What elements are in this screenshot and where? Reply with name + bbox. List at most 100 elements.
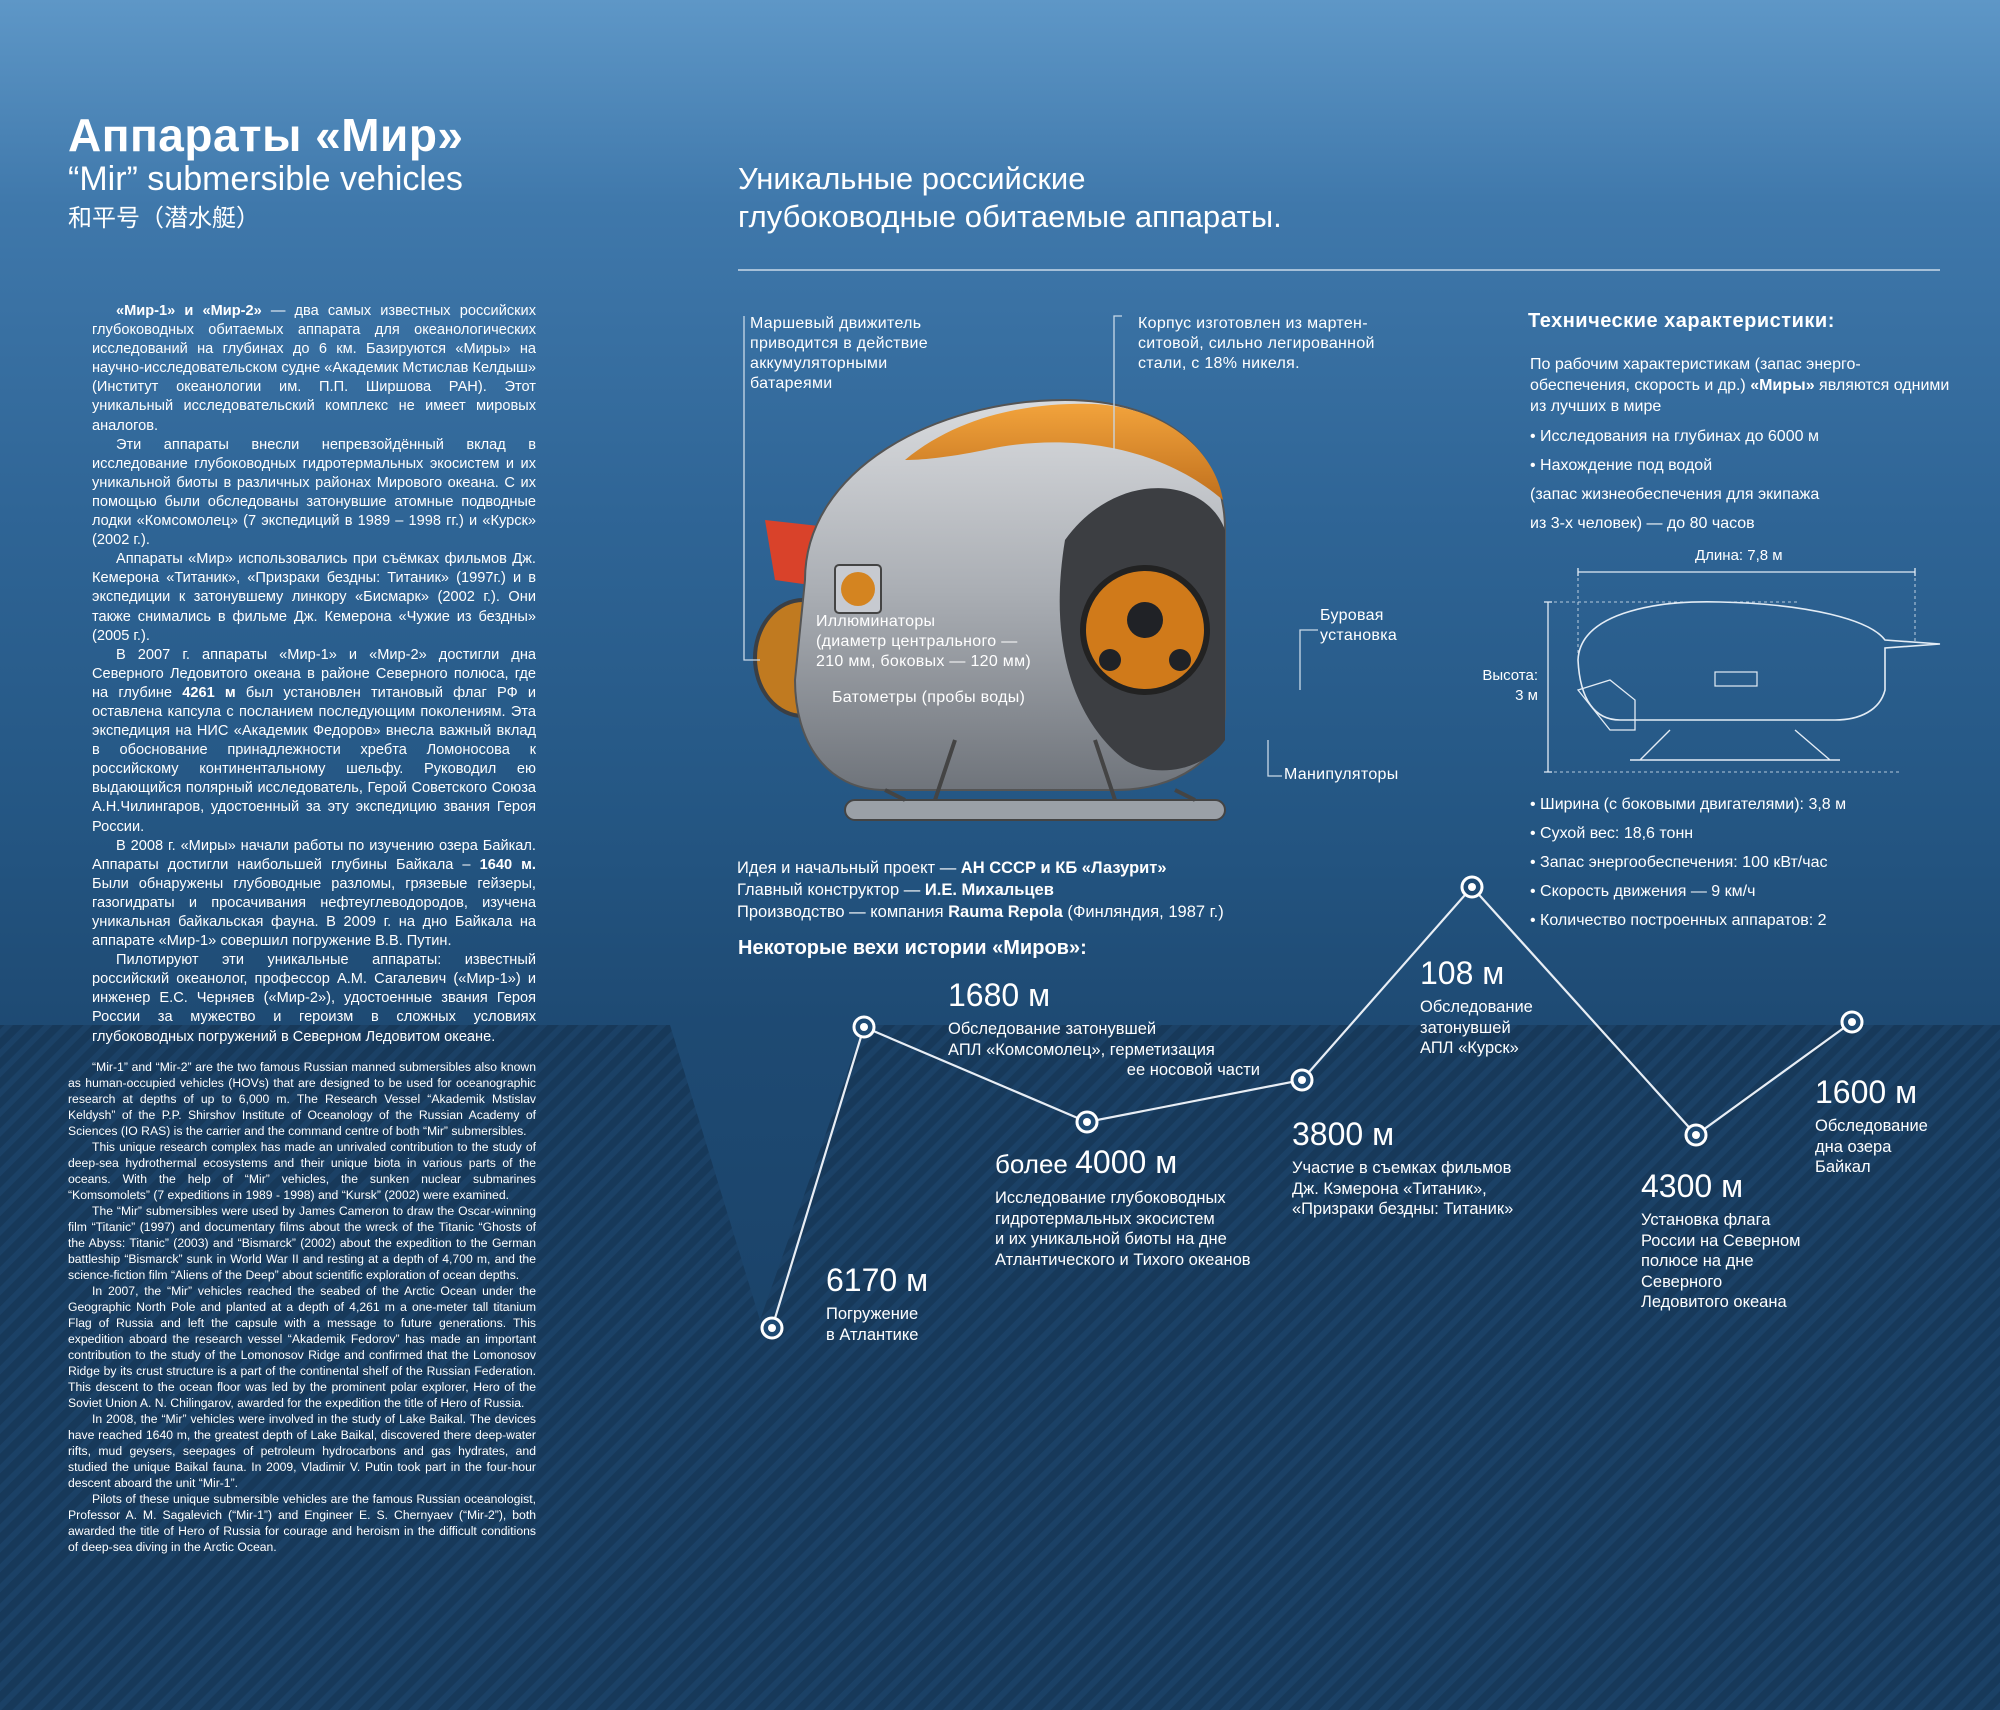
milestone-marker-dot	[768, 1324, 776, 1332]
milestone-desc-line: Дж. Кэмерона «Титаник»,	[1292, 1179, 1487, 1198]
tech-intro-text: По рабочим характеристикам (запас энерго…	[1530, 356, 1861, 394]
tech-bullet: • Сухой вес: 18,6 тонн	[1530, 825, 1694, 842]
milestone-desc-line: Северного	[1641, 1272, 1723, 1291]
tech-specs-intro: По рабочим характеристикам (запас энерго…	[1530, 354, 1950, 417]
callout-propulsion-line: батареями	[750, 375, 833, 392]
milestone: 1600 м Обследование дна озера Байкал	[1815, 1074, 1928, 1178]
ru-p1-bold: «Мир-1» и «Мир-2»	[116, 303, 262, 319]
milestone-depth: 6170 м	[826, 1262, 929, 1298]
ru-p5a: В 2008 г. «Миры» начали работы по изучен…	[92, 837, 536, 873]
russian-description: «Мир-1» и «Мир-2» — два самых известных …	[92, 302, 536, 1047]
tech-bullet: • Количество построенных аппаратов: 2	[1530, 912, 1827, 929]
tech-bullet: • Нахождение под водой	[1530, 457, 1713, 474]
milestone-desc-line: Погружение	[826, 1305, 919, 1323]
callout-drill-line: установка	[1320, 627, 1398, 644]
en-p2: This unique research complex has made an…	[68, 1140, 536, 1202]
landing-skid	[844, 799, 1226, 821]
milestone: более 4000 м Исследование глубоководных …	[995, 1144, 1251, 1270]
milestone-marker-dot	[1298, 1076, 1306, 1084]
milestone-desc-line: Ледовитого океана	[1641, 1293, 1787, 1311]
side-porthole	[1099, 649, 1121, 671]
milestone-desc-line: Обследование	[1815, 1117, 1928, 1135]
callout-drill-line: Буровая	[1320, 607, 1384, 624]
height-label-line: Высота:	[1482, 667, 1538, 684]
milestone-prefix: более	[995, 1149, 1076, 1179]
milestone-desc-line: России на Северном	[1641, 1231, 1801, 1250]
milestone-depth: 1680 м	[948, 977, 1051, 1013]
milestone: 1680 м Обследование затонувшей АПЛ «Комс…	[948, 977, 1260, 1081]
callout-propulsion: Маршевый движитель приводится в действие…	[750, 314, 928, 394]
ru-p3: Аппараты «Мир» использовались при съёмка…	[92, 551, 536, 644]
tech-bullet-continued: (запас жизнеобеспечения для экипажа	[1530, 486, 1820, 503]
tech-bullet: • Ширина (с боковыми двигателями): 3,8 м	[1530, 796, 1847, 813]
milestone-desc-line: полюсе на дне	[1641, 1252, 1754, 1270]
milestone-desc-line: АПЛ «Курск»	[1420, 1039, 1519, 1057]
tech-bullet: • Исследования на глубинах до 6000 м	[1530, 428, 1819, 445]
height-label: Высота: 3 м	[1470, 666, 1538, 706]
page-title: Аппараты «Мир»	[68, 109, 464, 161]
ru-p1: — два самых известных российских глубоко…	[92, 303, 536, 434]
milestone-marker-dot	[1692, 1131, 1700, 1139]
tech-bullet: • Скорость движения — 9 км/ч	[1530, 883, 1756, 900]
credit-line: Идея и начальный проект — АН СССР и КБ «…	[737, 857, 1224, 879]
credit-label: Главный конструктор —	[737, 881, 925, 899]
milestone-desc-line: Обследование	[1420, 998, 1533, 1016]
credit-label: Производство — компания	[737, 903, 949, 921]
credit-value: АН СССР и КБ «Лазурит»	[960, 859, 1167, 877]
milestone-desc-line: ее носовой части	[1126, 1061, 1260, 1079]
milestone-depth: 3800 м	[1292, 1116, 1395, 1152]
credit-value: Rauma Repola	[948, 903, 1063, 921]
callout-hull-line: стали, с 18% никеля.	[1138, 355, 1300, 372]
en-p6: Pilots of these unique submersible vehic…	[68, 1492, 536, 1554]
callout-bathometers: Батометры (пробы воды)	[832, 689, 1026, 706]
callout-propulsion-line: Маршевый движитель	[750, 315, 922, 332]
callout-portholes-line: Иллюминаторы	[816, 613, 936, 630]
ru-p5-bold: 1640 м.	[479, 856, 536, 873]
milestone-desc-line: Участие в съемках фильмов	[1292, 1159, 1512, 1177]
milestone-desc-line: в Атлантике	[826, 1325, 919, 1344]
callout-drill: Буровая установка	[1320, 606, 1397, 646]
milestone-marker-dot	[1083, 1118, 1091, 1126]
milestone: 4300 м Установка флага России на Северно…	[1641, 1168, 1801, 1313]
en-p1: “Mir-1” and “Mir-2” are the two famous R…	[68, 1060, 536, 1138]
callout-manipulators: Манипуляторы	[1284, 766, 1399, 783]
en-p4: In 2007, the “Mir” vehicles reached the …	[68, 1284, 536, 1410]
callout-portholes-line: 210 мм, боковых — 120 мм)	[816, 653, 1032, 670]
milestone-depth: 1600 м	[1815, 1074, 1918, 1110]
credit-value: И.Е. Михальцев	[924, 881, 1054, 899]
length-label: Длина: 7,8 м	[1695, 547, 1783, 564]
en-p5: In 2008, the “Mir” vehicles were involve…	[68, 1412, 536, 1490]
milestone-desc-line: затонувшей	[1420, 1018, 1511, 1037]
tech-intro-bold: «Миры»	[1750, 377, 1815, 394]
milestones-title: Некоторые вехи истории «Миров»:	[738, 937, 1087, 959]
milestone-marker-dot	[1468, 883, 1476, 891]
page-subtitle-chinese: 和平号（潜水艇）	[68, 205, 260, 232]
en-p3: The “Mir” submersibles were used by Jame…	[68, 1204, 536, 1282]
credits: Идея и начальный проект — АН СССР и КБ «…	[737, 857, 1224, 923]
tech-side-view-drawing	[1544, 568, 1941, 773]
lower-dark-band	[0, 1025, 2000, 1710]
milestone-desc-line: Байкал	[1815, 1158, 1871, 1176]
page-subtitle-english: “Mir” submersible vehicles	[68, 160, 463, 198]
height-label-line: 3 м	[1515, 687, 1538, 704]
milestone-desc-line: АПЛ «Комсомолец», герметизация	[948, 1040, 1215, 1059]
section-headline: Уникальные российские глубоководные обит…	[738, 160, 1518, 236]
milestone-depth: 4300 м	[1641, 1168, 1744, 1204]
english-description: “Mir-1” and “Mir-2” are the two famous R…	[68, 1059, 536, 1555]
credit-label: Идея и начальный проект —	[737, 859, 961, 877]
callout-propulsion-line: аккумуляторными	[750, 355, 888, 372]
callout-propulsion-line: приводится в действие	[750, 335, 928, 352]
side-porthole	[1169, 649, 1191, 671]
ru-p4b: был установлен титановый флаг РФ и остав…	[92, 684, 536, 835]
ru-p4-bold: 4261 м	[182, 684, 236, 701]
milestone-desc-line: Исследование глубоководных	[995, 1189, 1226, 1207]
submarine-illustration	[753, 398, 1226, 821]
callout-hull: Корпус изготовлен из мартен- ситовой, си…	[1138, 314, 1375, 374]
milestone-desc-line: «Призраки бездны: Титаник»	[1292, 1200, 1514, 1218]
skid-struts	[884, 739, 1196, 802]
milestone-desc-line: Атлантического и Тихого океанов	[995, 1250, 1251, 1269]
milestone: 3800 м Участие в съемках фильмов Дж. Кэм…	[1292, 1116, 1513, 1220]
callout-hull-line: ситовой, сильно легированной	[1138, 335, 1375, 352]
